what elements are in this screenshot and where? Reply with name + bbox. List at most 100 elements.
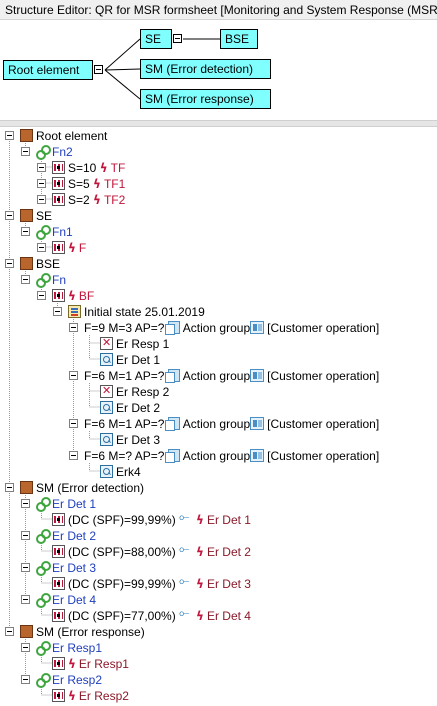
tree-item-label: Er Det 1 xyxy=(116,352,161,367)
lightning-icon: ϟ xyxy=(196,512,204,527)
expander-sm-response[interactable] xyxy=(5,627,14,636)
action-row-2[interactable]: F=6 M=1 AP=? Action group[Customer opera… xyxy=(84,367,379,384)
tree-item-det-dc-4[interactable]: (DC (SPF)=77,00%) ϟEr Det 4 xyxy=(52,606,251,623)
action-group-icon xyxy=(164,417,180,432)
tree-item-root[interactable]: Root element xyxy=(20,127,107,143)
tree-item-det-fn-4[interactable]: Er Det 4 xyxy=(36,591,96,609)
failure-label: BF xyxy=(78,288,95,303)
expander-er-resp1[interactable] xyxy=(21,643,30,652)
expander-bf[interactable] xyxy=(37,291,46,300)
tree-item-det-fn-1[interactable]: Er Det 1 xyxy=(36,495,96,513)
severity-label: S=10 xyxy=(68,160,97,175)
expander-action-row-3[interactable] xyxy=(69,419,78,428)
tree-item-er-det-2[interactable]: Er Det 2 xyxy=(100,399,160,415)
expander-bse[interactable] xyxy=(5,259,14,268)
failure-label: TF2 xyxy=(103,192,126,207)
tree-item-label: Initial state 25.01.2019 xyxy=(84,304,205,319)
action-group-label: Action group xyxy=(182,368,251,383)
tree-item-sm-detection[interactable]: SM (Error detection) xyxy=(20,479,144,495)
tree-item-fn2[interactable]: Fn2 xyxy=(36,143,73,161)
diagram-collapse-se[interactable] xyxy=(173,34,182,43)
tree-item-det-dc-1[interactable]: (DC (SPF)=99,99%) ϟEr Det 1 xyxy=(52,510,251,527)
expander-fn[interactable] xyxy=(21,275,30,284)
customer-operation-label: [Customer operation] xyxy=(267,448,380,463)
lightning-icon: ϟ xyxy=(196,576,204,591)
function-icon xyxy=(36,593,51,609)
tree-item-er-resp-2[interactable]: Er Resp 2 xyxy=(100,383,169,399)
link-icon xyxy=(179,606,193,622)
expander-er-det-4[interactable] xyxy=(21,595,30,604)
expander-action-row-2[interactable] xyxy=(69,371,78,380)
expander-er-det-3[interactable] xyxy=(21,563,30,572)
tree-item-er-det-1[interactable]: Er Det 1 xyxy=(100,351,160,367)
block-icon xyxy=(20,129,33,143)
tree-item-resp-fn-2[interactable]: Er Resp2 xyxy=(36,671,102,689)
tree-item-fn[interactable]: Fn xyxy=(36,271,66,289)
tree-item-resp-fn-1[interactable]: Er Resp1 xyxy=(36,639,102,657)
action-row-3[interactable]: F=6 M=1 AP=? Action group[Customer opera… xyxy=(84,415,380,432)
customer-operation-label: [Customer operation] xyxy=(267,416,380,431)
expander-s10[interactable] xyxy=(37,163,46,172)
diagram-node-bse[interactable]: BSE xyxy=(220,29,258,49)
tree-item-er-det-3[interactable]: Er Det 3 xyxy=(100,431,160,447)
failure-mode-icon xyxy=(52,193,65,207)
action-group-icon xyxy=(164,449,180,464)
failure-mode-icon xyxy=(52,657,65,671)
expander-fn1[interactable] xyxy=(21,227,30,236)
tree-item-fn1[interactable]: Fn1 xyxy=(36,223,73,241)
tree-item-bse[interactable]: BSE xyxy=(20,255,60,271)
expander-f[interactable] xyxy=(37,243,46,252)
function-icon xyxy=(36,529,51,545)
error-response-icon xyxy=(100,335,113,351)
diagram-node-sm-response[interactable]: SM (Error response) xyxy=(140,89,271,109)
tree-item-label: Er Det 2 xyxy=(52,528,97,543)
expander-se[interactable] xyxy=(5,211,14,220)
diagram-collapse-root[interactable] xyxy=(94,65,103,74)
link-icon xyxy=(179,510,193,526)
tree-item-det-dc-2[interactable]: (DC (SPF)=88,00%) ϟEr Det 2 xyxy=(52,542,251,559)
expander-sm-detection[interactable] xyxy=(5,483,14,492)
expander-fn2[interactable] xyxy=(21,147,30,156)
action-row-1[interactable]: F=9 M=3 AP=? Action group[Customer opera… xyxy=(84,319,379,336)
expander-er-resp2[interactable] xyxy=(21,675,30,684)
expander-s5[interactable] xyxy=(37,179,46,188)
link-icon xyxy=(179,574,193,590)
diagram-node-sm-detection[interactable]: SM (Error detection) xyxy=(140,59,271,79)
expander-er-det-2[interactable] xyxy=(21,531,30,540)
action-group-label: Action group xyxy=(182,416,251,431)
expander-initial-state[interactable] xyxy=(53,307,62,316)
tree-item-erk4[interactable]: Erk4 xyxy=(100,463,141,479)
error-detection-icon xyxy=(100,401,113,415)
coverage-label: (DC (SPF)=88,00%) xyxy=(68,544,176,559)
expander-action-row-4[interactable] xyxy=(69,451,78,460)
tree-item-det-fn-3[interactable]: Er Det 3 xyxy=(36,559,96,577)
expander-action-row-1[interactable] xyxy=(69,323,78,332)
failure-mode-icon xyxy=(52,177,65,191)
tree-item-er-resp-1[interactable]: Er Resp 1 xyxy=(100,335,169,351)
lightning-icon: ϟ xyxy=(196,608,204,623)
tree-item-sm-response[interactable]: SM (Error response) xyxy=(20,623,145,639)
expander-root[interactable] xyxy=(5,131,14,140)
tree-item-label: SM (Error response) xyxy=(36,624,145,639)
expander-s2[interactable] xyxy=(37,195,46,204)
block-icon xyxy=(20,257,33,271)
diagram-node-root[interactable]: Root element xyxy=(3,60,93,80)
tree-item-det-dc-3[interactable]: (DC (SPF)=99,99%) ϟEr Det 3 xyxy=(52,574,251,591)
tree-item-se[interactable]: SE xyxy=(20,207,52,223)
tree-item-det-fn-2[interactable]: Er Det 2 xyxy=(36,527,97,545)
error-detection-icon xyxy=(100,433,113,447)
action-row-4[interactable]: F=6 M=? AP=? Action group[Customer opera… xyxy=(84,447,380,464)
expander-er-det-1[interactable] xyxy=(21,499,30,508)
diagram-node-se[interactable]: SE xyxy=(140,29,172,49)
tree-item-initial-state[interactable]: Initial state 25.01.2019 xyxy=(68,303,205,319)
splitter-bar[interactable] xyxy=(0,120,437,127)
failure-mode-icon xyxy=(52,289,65,303)
function-icon xyxy=(36,641,51,657)
